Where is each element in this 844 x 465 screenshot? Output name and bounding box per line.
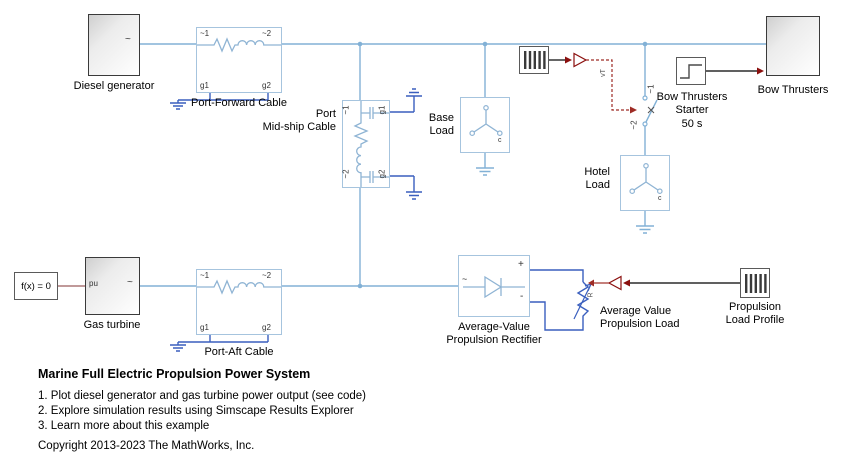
port-aft-cable-block[interactable]: ~1 ~2 g1 g2 bbox=[196, 269, 282, 335]
three-phase-load-icon bbox=[629, 163, 663, 195]
note-item-2: 2. Explore simulation results using Sims… bbox=[38, 405, 354, 417]
breaker-switch-icon[interactable] bbox=[642, 95, 658, 127]
port-label: g2 bbox=[377, 169, 387, 179]
ps-converter-hotel-icon[interactable] bbox=[573, 52, 588, 68]
hotel-load-profile-source-block[interactable] bbox=[519, 46, 549, 74]
ps-converter-propulsion-icon[interactable] bbox=[607, 275, 622, 291]
block-label-propulsion-load: Average Value Propulsion Load bbox=[600, 305, 680, 330]
port-label: ~ bbox=[125, 34, 131, 45]
signal-bars-icon bbox=[745, 274, 767, 293]
copyright-text: Copyright 2013-2023 The MathWorks, Inc. bbox=[38, 440, 255, 452]
port-label: ~2 bbox=[262, 271, 272, 280]
gas-turbine-block[interactable]: pu ~ bbox=[85, 257, 140, 315]
arrowhead-icon bbox=[588, 279, 594, 287]
solver-configuration-block[interactable]: f(x) = 0 bbox=[14, 272, 58, 300]
bow-thrusters-block[interactable] bbox=[766, 16, 820, 76]
port-forward-cable-block[interactable]: ~1 ~2 g1 g2 bbox=[196, 27, 282, 93]
port-label: - bbox=[520, 291, 524, 302]
port-label: g1 bbox=[200, 81, 209, 90]
port-label: g2 bbox=[262, 81, 271, 90]
junction-dots bbox=[357, 41, 648, 289]
solver-text: f(x) = 0 bbox=[21, 280, 51, 292]
resistor-control-port-label: R bbox=[587, 292, 595, 298]
baseload-ground-icon[interactable] bbox=[476, 153, 494, 176]
propulsion-load-profile-block[interactable] bbox=[740, 268, 770, 298]
diode-icon bbox=[463, 275, 525, 299]
arrowhead-icon bbox=[565, 56, 572, 64]
wire-dc-minus[interactable] bbox=[530, 301, 584, 331]
port-label: ~2 bbox=[262, 29, 272, 38]
port-label: ~1 bbox=[200, 29, 210, 38]
rl-circuit-vertical-icon bbox=[353, 101, 389, 187]
block-label-base-load: Base Load bbox=[428, 112, 454, 137]
diesel-generator-block[interactable]: ~ bbox=[88, 14, 140, 76]
midship-lower-ground-icon[interactable] bbox=[390, 175, 422, 200]
port-label: g1 bbox=[377, 105, 387, 115]
arrowhead-icon bbox=[757, 67, 764, 75]
port-label: ~ bbox=[462, 274, 468, 284]
three-phase-load-icon bbox=[469, 105, 503, 137]
block-label-hotel-load: Hotel Load bbox=[584, 166, 610, 191]
port-label: c bbox=[658, 195, 662, 202]
rl-circuit-icon bbox=[197, 37, 281, 53]
model-title: Marine Full Electric Propulsion Power Sy… bbox=[38, 367, 311, 381]
variable-resistor-arrow-icon bbox=[573, 283, 592, 320]
arrowhead-icon bbox=[630, 106, 637, 114]
control-dashed-switch[interactable] bbox=[586, 59, 630, 111]
block-label-port-aft-cable: Port-Aft Cable bbox=[204, 346, 274, 358]
block-label-port-midship-cable: Port Mid-ship Cable bbox=[262, 108, 336, 133]
block-label-rectifier: Average-Value Propulsion Rectifier bbox=[446, 321, 542, 346]
wire-dc-plus[interactable] bbox=[530, 269, 584, 282]
block-label-propulsion-load-profile: Propulsion Load Profile bbox=[725, 301, 785, 326]
arrowhead-icon bbox=[623, 279, 630, 287]
block-label-gas-turbine: Gas turbine bbox=[83, 319, 141, 331]
signal-bars-icon bbox=[524, 51, 546, 69]
note-item-3: 3. Learn more about this example bbox=[38, 420, 210, 432]
port-label: g2 bbox=[262, 323, 271, 332]
rectifier-block[interactable]: ~ + - bbox=[458, 255, 530, 317]
block-label-diesel-generator: Diesel generator bbox=[73, 80, 155, 92]
port-label: pu bbox=[89, 279, 98, 288]
note-item-1: 1. Plot diesel generator and gas turbine… bbox=[38, 390, 366, 402]
port-midship-cable-block[interactable]: ~1 g1 ~2 g2 bbox=[342, 100, 390, 188]
port-label: ~2 bbox=[341, 169, 351, 179]
switch-control-port-label: vT bbox=[599, 69, 607, 77]
block-label-bow-thrusters: Bow Thrusters bbox=[757, 84, 829, 96]
port-label: ~1 bbox=[200, 271, 210, 280]
midship-upper-ground-icon[interactable] bbox=[390, 88, 422, 113]
step-signal-icon bbox=[680, 64, 702, 79]
block-label-port-forward-cable: Port-Forward Cable bbox=[191, 97, 287, 109]
port-label: c bbox=[498, 137, 502, 144]
port-label: g1 bbox=[200, 323, 209, 332]
aft-cable-ground-icon[interactable] bbox=[170, 335, 269, 352]
forward-cable-ground-icon[interactable] bbox=[170, 93, 269, 110]
port-label: ~1 bbox=[341, 105, 351, 115]
hotel-load-block[interactable]: c bbox=[620, 155, 670, 211]
port-label: ~ bbox=[127, 277, 133, 288]
port-label: + bbox=[518, 259, 524, 270]
bow-thrusters-starter-block[interactable] bbox=[676, 57, 706, 85]
block-label-bow-thrusters-starter: Bow Thrusters Starter bbox=[656, 91, 728, 116]
block-param-starter-time: 50 s bbox=[681, 118, 703, 130]
variable-resistor-icon[interactable] bbox=[576, 281, 590, 322]
base-load-block[interactable]: c bbox=[460, 97, 510, 153]
rl-circuit-icon bbox=[197, 279, 281, 295]
hotelload-ground-icon[interactable] bbox=[636, 211, 654, 234]
